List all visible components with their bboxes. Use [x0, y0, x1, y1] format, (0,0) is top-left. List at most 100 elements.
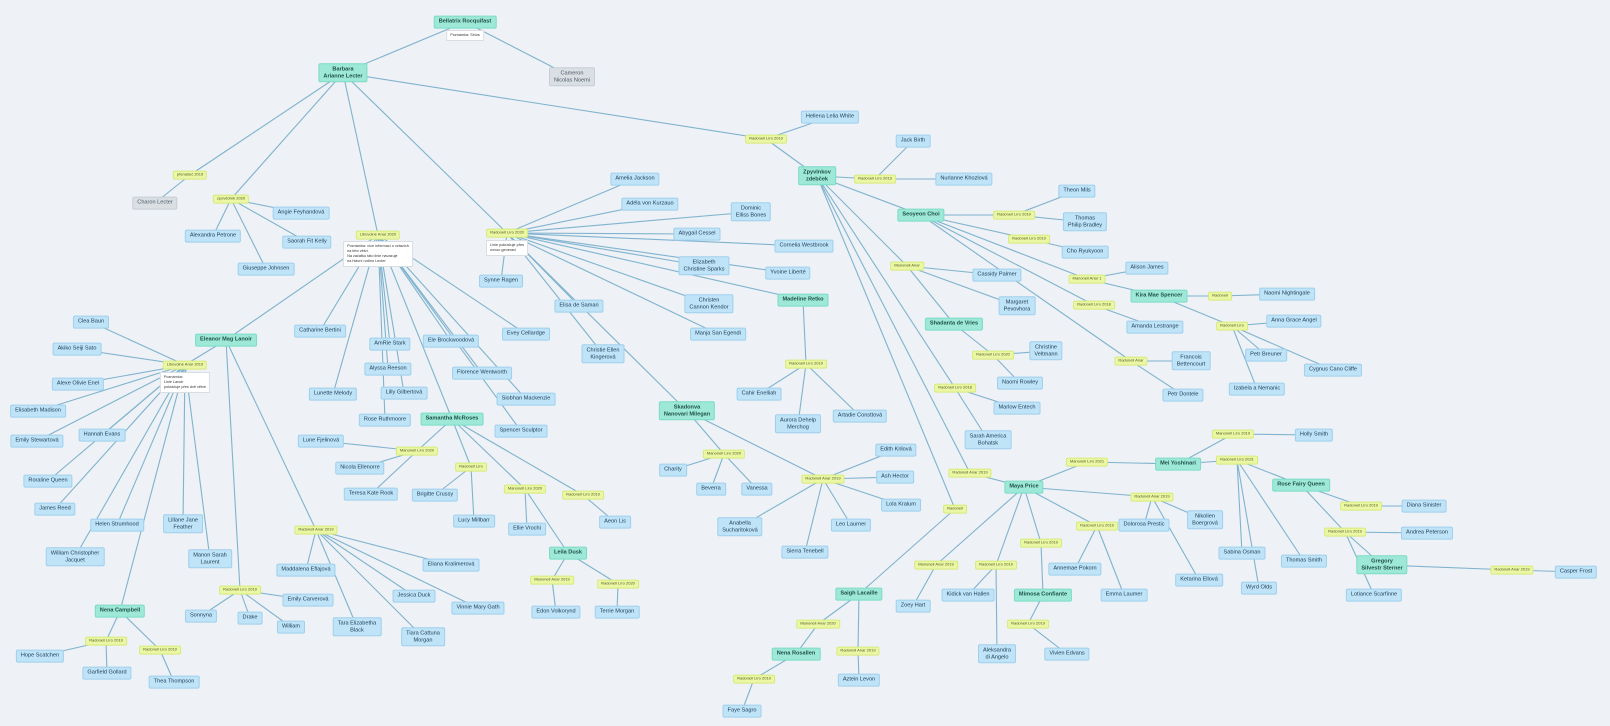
- person-node-thomasb[interactable]: Thomas Philip Bradley: [1062, 212, 1108, 232]
- relation-badge-r_alex[interactable]: zpovědník 2020: [212, 194, 250, 204]
- person-node-petrb[interactable]: Petr Breuner: [1245, 348, 1287, 362]
- person-node-clea[interactable]: Clea Baun: [72, 315, 110, 329]
- person-node-seoyeon[interactable]: Seoyeon Choi: [897, 208, 945, 222]
- person-node-maddalena[interactable]: Maddalena Eflajová: [276, 563, 336, 577]
- person-node-izabela[interactable]: Izabela a Nemanic: [1228, 382, 1286, 396]
- person-node-charity[interactable]: Charity: [659, 463, 687, 477]
- person-node-eleanor[interactable]: Eleanor Mag Lanoir: [195, 333, 257, 347]
- person-node-williamchris[interactable]: William Christopher Jacquet: [45, 547, 105, 567]
- person-node-samantha[interactable]: Samantha McRoses: [420, 412, 484, 426]
- person-node-kira[interactable]: Kira Mae Spencer: [1130, 289, 1188, 303]
- person-node-lotiance[interactable]: Lotiance Scarfinne: [1345, 588, 1403, 602]
- relation-badge-r_vivien[interactable]: Radonell Líro 2019: [1007, 619, 1049, 629]
- relation-badge-r_faye[interactable]: Radonell Líro 2019: [733, 674, 775, 684]
- person-node-holly[interactable]: Holly Smith: [1294, 428, 1334, 442]
- person-node-nikolien[interactable]: Nikolien Boergrová: [1187, 510, 1223, 530]
- person-node-saorah[interactable]: Saorah Fit Kelly: [282, 235, 332, 249]
- person-node-alexandra[interactable]: Alexandra Petrone: [184, 229, 242, 243]
- person-node-william[interactable]: William: [276, 620, 306, 634]
- relation-badge-r_charity[interactable]: Manonell Líro 2020: [702, 449, 746, 459]
- person-node-aztein[interactable]: Aztein Levon: [837, 673, 881, 687]
- relation-badge-r_holly[interactable]: Manonell Líro 2019: [1211, 429, 1255, 439]
- person-node-garfield[interactable]: Garfield Gollard: [82, 666, 132, 680]
- person-node-dominic[interactable]: Dominic Elliss Bones: [730, 202, 772, 222]
- relation-badge-r_andrea[interactable]: Radonell Líro 2019: [1324, 527, 1366, 537]
- person-node-francois[interactable]: Francois Bettencourt: [1171, 351, 1211, 371]
- person-node-margaret[interactable]: Margaret Pevovhora: [998, 296, 1036, 316]
- relation-badge-r_cahir[interactable]: Radonell Líro 2019: [785, 359, 827, 369]
- person-node-mimosa[interactable]: Mimosa Confiante: [1013, 588, 1073, 602]
- person-node-helena[interactable]: Hellena Lelia White: [800, 110, 860, 124]
- person-node-akiko[interactable]: Akiko Seiji Sato: [52, 342, 102, 356]
- person-node-ellie[interactable]: Ellie Vrochi: [508, 522, 546, 536]
- relation-badge-r_theon[interactable]: Radonell Líro 2019: [993, 210, 1035, 220]
- person-node-hope[interactable]: Hope Scatchen: [15, 649, 65, 663]
- person-node-petrd[interactable]: Petr Dontele: [1162, 388, 1204, 402]
- person-node-vivien[interactable]: Vivien Edvans: [1044, 647, 1090, 661]
- person-node-rose[interactable]: Rose Ruthmoore: [358, 413, 412, 427]
- person-node-emma[interactable]: Emma Laumer: [1100, 588, 1148, 602]
- person-node-nenar[interactable]: Nena Rosallen: [771, 647, 821, 661]
- relation-badge-r_naomin[interactable]: Radonell: [1208, 291, 1232, 301]
- person-node-aeon[interactable]: Aeon Lis: [599, 515, 631, 529]
- person-node-spencer[interactable]: Spencer Sculptor: [494, 424, 548, 438]
- person-node-sarahamerica[interactable]: Sarah America Bohatsk: [964, 430, 1012, 450]
- person-node-sabina[interactable]: Sabina Osman: [1218, 546, 1266, 560]
- person-node-faye[interactable]: Faye Sagro: [722, 704, 762, 718]
- person-node-leila[interactable]: Leila Dusk: [549, 546, 587, 560]
- person-node-tara[interactable]: Tara Elizabetha Black: [332, 617, 382, 637]
- person-node-elisabeth[interactable]: Elisabeth Madison: [10, 404, 66, 418]
- person-node-brigitte[interactable]: Brigitte Crussy: [411, 488, 459, 502]
- person-node-naomir[interactable]: Naomi Rowley: [996, 376, 1044, 390]
- person-node-maya[interactable]: Maya Price: [1004, 480, 1044, 494]
- person-node-cornelia[interactable]: Cornelia Westbrook: [774, 239, 834, 253]
- person-node-manonsarah[interactable]: Manon Sarah Laurent: [188, 549, 232, 569]
- relation-badge-r_alison[interactable]: Manonell Anar 1: [1068, 274, 1106, 284]
- person-node-nicola[interactable]: Nicola Ellenorre: [335, 461, 385, 475]
- relation-badge-r_saigh[interactable]: Radonell: [943, 504, 967, 514]
- person-node-manja[interactable]: Manja San Egendi: [690, 327, 746, 341]
- person-node-cho[interactable]: Cho Ryukyoon: [1061, 245, 1109, 259]
- person-node-synne[interactable]: Synne Ragen: [479, 274, 523, 288]
- person-node-cassidy[interactable]: Cassidy Palmer: [972, 268, 1022, 282]
- relation-badge-r_tara[interactable]: Radonell Anar 2019: [294, 525, 338, 535]
- person-node-thomassmith[interactable]: Thomas Smith: [1280, 554, 1328, 568]
- person-node-skadonva[interactable]: Skadonva Nanovari Milegan: [658, 401, 716, 421]
- person-node-emily[interactable]: Emily Stewartová: [10, 434, 64, 448]
- person-node-lucy[interactable]: Lucy Millbarr: [453, 514, 495, 528]
- person-node-barbara[interactable]: Barbara Arianne Lecter: [318, 63, 368, 83]
- relation-badge-r_samantha[interactable]: Manonell Líro 2020: [395, 446, 439, 456]
- person-node-vanessa[interactable]: Vanessa: [741, 482, 773, 496]
- person-node-tiara[interactable]: Tiara Cattuna Morgan: [401, 627, 445, 647]
- person-node-evey[interactable]: Evey Cellardge: [502, 327, 550, 341]
- person-node-wyrd[interactable]: Wyrd Olds: [1240, 581, 1278, 595]
- person-node-catharine[interactable]: Catharine Bertini: [294, 324, 346, 338]
- relation-badge-r_amelia[interactable]: Radonell Líro 2020: [486, 228, 528, 238]
- person-node-annemae[interactable]: Annemae Pokorn: [1048, 562, 1102, 576]
- person-node-saigh[interactable]: Saigh Lacaille: [835, 587, 883, 601]
- person-node-christieellen[interactable]: Christie Ellen Kingerová: [581, 344, 625, 364]
- relation-badge-r_thea[interactable]: Radonell Líro 2019: [139, 645, 181, 655]
- person-node-giuseppe[interactable]: Giuseppe Johnsen: [237, 262, 295, 276]
- relation-badge-r_christine[interactable]: Radonell Líro 2020: [972, 350, 1014, 360]
- person-node-thea[interactable]: Thea Thompson: [148, 675, 200, 689]
- person-node-gregory[interactable]: Gregory Silvestr Sterner: [1356, 555, 1408, 575]
- relation-badge-r_kidick[interactable]: Radonell Líro 2019: [975, 560, 1017, 570]
- relation-badge-r_diana[interactable]: Radonell Líro 2019: [1340, 501, 1382, 511]
- person-node-ketarina[interactable]: Ketarina Ellová: [1175, 573, 1223, 587]
- relation-badge-r_marlow[interactable]: Radonell Líro 2018: [934, 383, 976, 393]
- relation-badge-r_edith[interactable]: Radonell Anar 2019: [801, 474, 845, 484]
- person-node-adela[interactable]: Adéla von Kurzauo: [621, 197, 679, 211]
- person-node-naomin[interactable]: Naomi Nightingale: [1259, 287, 1315, 301]
- person-node-edon[interactable]: Edon Volkorynd: [531, 605, 581, 619]
- relation-badge-r_ellie[interactable]: Manonell Líro 2020: [503, 484, 547, 494]
- person-node-james[interactable]: James Reed: [34, 502, 76, 516]
- person-node-alexolivie[interactable]: Alexe Olivie Enel: [51, 377, 105, 391]
- person-node-christenk[interactable]: Christen Cannon Kendor: [684, 294, 734, 314]
- person-node-rosefairy[interactable]: Rose Fairy Queen: [1272, 478, 1330, 492]
- person-node-yvoine[interactable]: Yvoine Liberté: [765, 266, 811, 280]
- relation-badge-r_francois[interactable]: Radonell Anar: [1114, 356, 1148, 366]
- relation-badge-r_aeon[interactable]: Radonell Líro 2019: [562, 490, 604, 500]
- relation-badge-r_annemae[interactable]: Radonell Líro 2019: [1076, 521, 1118, 531]
- relation-badge-r_big[interactable]: Libovolné Anar 2020: [355, 230, 401, 240]
